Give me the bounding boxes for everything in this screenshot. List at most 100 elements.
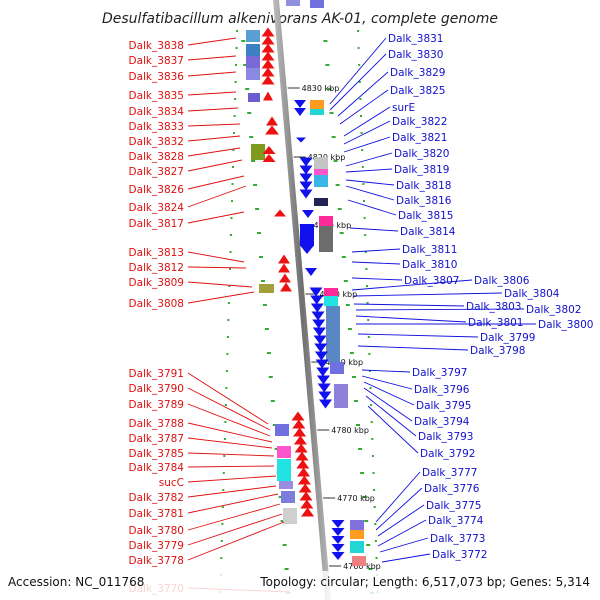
gene-label-right[interactable]: Dalk_3820 xyxy=(394,148,450,160)
gene-arrow-forward[interactable] xyxy=(261,51,275,61)
gene-arrow-reverse[interactable] xyxy=(314,343,328,353)
gene-arrow-reverse[interactable] xyxy=(312,327,326,337)
gene-block[interactable] xyxy=(330,362,344,374)
gene-arrow-reverse[interactable] xyxy=(331,520,345,528)
gene-block[interactable] xyxy=(314,198,328,206)
gene-arrow-reverse[interactable] xyxy=(312,319,326,329)
gene-block[interactable] xyxy=(279,481,293,489)
gene-arrow-reverse[interactable] xyxy=(319,399,333,409)
gene-label-right[interactable]: Dalk_3795 xyxy=(416,400,472,412)
gene-arrow-forward[interactable] xyxy=(280,282,292,292)
gene-label-right[interactable]: Dalk_3806 xyxy=(474,275,530,287)
gene-label-left[interactable]: Dalk_3779 xyxy=(129,540,185,552)
gene-arrow-reverse[interactable] xyxy=(331,544,345,552)
gene-label-left[interactable]: Dalk_3785 xyxy=(129,448,185,460)
gene-label-left[interactable]: Dalk_3781 xyxy=(129,508,185,520)
gene-arrow-forward[interactable] xyxy=(278,254,290,264)
gene-label-right[interactable]: Dalk_3772 xyxy=(432,549,488,561)
gene-arrow-reverse[interactable] xyxy=(299,157,313,167)
gene-arrow-reverse[interactable] xyxy=(331,528,345,536)
gene-block[interactable] xyxy=(324,296,338,306)
gene-label-left[interactable]: Dalk_3826 xyxy=(129,184,185,196)
gene-label-right[interactable]: Dalk_3814 xyxy=(400,226,456,238)
gene-arrow-reverse[interactable] xyxy=(294,108,306,116)
gene-arrow-reverse[interactable] xyxy=(313,335,327,345)
gene-label-left[interactable]: Dalk_3791 xyxy=(129,368,185,380)
gene-arrow-forward[interactable] xyxy=(279,273,291,283)
gene-arrow-reverse[interactable] xyxy=(296,137,306,143)
gene-block[interactable] xyxy=(319,216,333,226)
gene-arrow-reverse[interactable] xyxy=(309,287,323,297)
gene-arrow-reverse[interactable] xyxy=(305,268,317,276)
gene-arrow-reverse[interactable] xyxy=(314,351,328,361)
gene-block[interactable] xyxy=(281,491,295,503)
gene-arrow-reverse[interactable] xyxy=(302,210,314,218)
gene-block[interactable] xyxy=(277,446,291,458)
gene-block[interactable] xyxy=(310,100,324,109)
gene-label-left[interactable]: Dalk_3813 xyxy=(129,247,185,259)
gene-label-left[interactable]: Dalk_3787 xyxy=(129,433,185,445)
gene-arrow-reverse[interactable] xyxy=(311,311,325,321)
gene-label-left[interactable]: Dalk_3832 xyxy=(129,136,185,148)
gene-arrow-reverse[interactable] xyxy=(315,359,329,369)
gene-arrow-forward[interactable] xyxy=(261,35,275,45)
gene-label-left[interactable]: Dalk_3828 xyxy=(129,151,185,163)
gene-arrow-reverse[interactable] xyxy=(310,295,324,305)
gene-label-right[interactable]: Dalk_3776 xyxy=(424,483,480,495)
gene-block[interactable] xyxy=(324,288,338,296)
gene-block[interactable] xyxy=(283,508,297,524)
gene-label-right[interactable]: Dalk_3810 xyxy=(402,259,458,271)
gene-label-right[interactable]: Dalk_3818 xyxy=(396,180,452,192)
gene-label-right[interactable]: Dalk_3798 xyxy=(470,345,526,357)
gene-label-left[interactable]: Dalk_3809 xyxy=(129,277,185,289)
gene-label-right[interactable]: Dalk_3804 xyxy=(504,288,560,300)
gene-block[interactable] xyxy=(314,169,328,175)
gene-label-right[interactable]: Dalk_3774 xyxy=(428,515,484,527)
gene-arrow-forward[interactable] xyxy=(293,427,307,437)
gene-arrow-forward[interactable] xyxy=(263,91,273,101)
gene-arrow-forward[interactable] xyxy=(300,499,314,509)
gene-label-left[interactable]: Dalk_3834 xyxy=(129,106,185,118)
gene-block[interactable] xyxy=(246,56,260,68)
gene-arrow-forward[interactable] xyxy=(293,435,307,445)
gene-label-left[interactable]: sucC xyxy=(159,477,184,489)
gene-label-left[interactable]: Dalk_3836 xyxy=(129,71,185,83)
gene-block[interactable] xyxy=(310,109,324,115)
gene-arrow-forward[interactable] xyxy=(265,125,279,135)
gene-arrow-forward[interactable] xyxy=(296,459,310,469)
gene-arrow-forward[interactable] xyxy=(292,419,306,429)
gene-arrow-forward[interactable] xyxy=(266,116,278,126)
gene-block[interactable] xyxy=(286,0,300,6)
gene-block[interactable] xyxy=(248,93,260,102)
gene-arrow-reverse[interactable] xyxy=(299,165,313,175)
gene-label-right[interactable]: Dalk_3830 xyxy=(388,49,444,61)
gene-block[interactable] xyxy=(246,30,260,42)
gene-block[interactable] xyxy=(251,144,265,160)
gene-label-right[interactable]: Dalk_3800 xyxy=(538,319,594,331)
gene-label-right[interactable]: Dalk_3801 xyxy=(468,317,524,329)
gene-label-right[interactable]: Dalk_3775 xyxy=(426,500,482,512)
gene-arrow-forward[interactable] xyxy=(278,263,290,273)
gene-arrow-forward[interactable] xyxy=(261,67,275,77)
gene-label-right[interactable]: Dalk_3807 xyxy=(404,275,460,287)
gene-label-right[interactable]: Dalk_3816 xyxy=(396,195,452,207)
gene-block[interactable] xyxy=(300,224,314,246)
gene-arrow-forward[interactable] xyxy=(262,154,276,162)
gene-block[interactable] xyxy=(334,384,348,408)
gene-arrow-reverse[interactable] xyxy=(331,536,345,544)
gene-block[interactable] xyxy=(314,157,328,169)
gene-arrow-reverse[interactable] xyxy=(299,189,313,199)
gene-label-left[interactable]: Dalk_3778 xyxy=(129,555,185,567)
gene-arrow-forward[interactable] xyxy=(261,59,275,69)
gene-block[interactable] xyxy=(319,226,333,252)
gene-arrow-forward[interactable] xyxy=(261,27,275,37)
gene-block[interactable] xyxy=(314,175,328,187)
gene-arrow-forward[interactable] xyxy=(299,491,313,501)
gene-arrow-forward[interactable] xyxy=(301,507,315,517)
gene-block[interactable] xyxy=(350,520,364,530)
gene-arrow-forward[interactable] xyxy=(274,209,286,217)
gene-arrow-forward[interactable] xyxy=(297,467,311,477)
gene-label-left[interactable]: Dalk_3808 xyxy=(129,298,185,310)
gene-arrow-reverse[interactable] xyxy=(299,173,313,183)
gene-arrow-reverse[interactable] xyxy=(317,383,331,393)
